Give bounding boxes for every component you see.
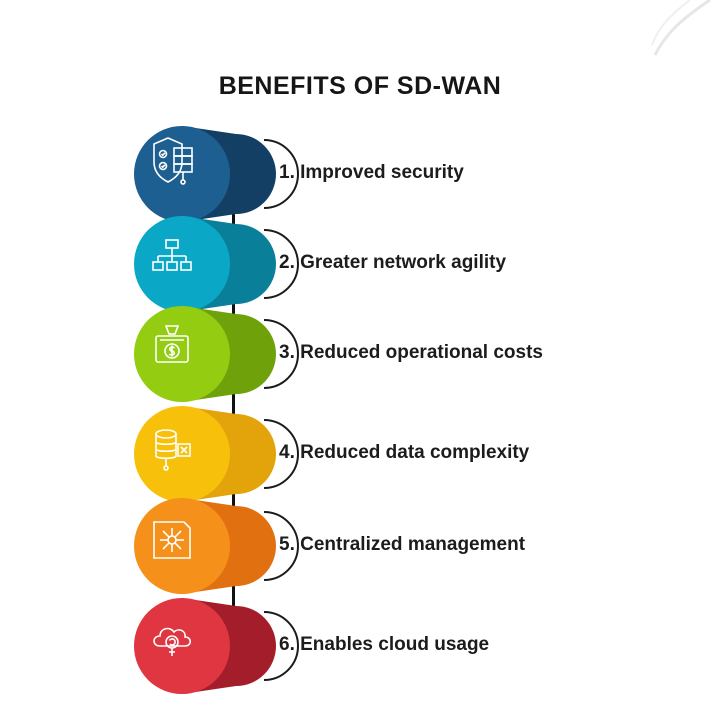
benefit-label: 6. Enables cloud usage (279, 634, 490, 655)
benefit-label: 4. Reduced data complexity (279, 442, 530, 463)
money-bag-icon (132, 304, 232, 404)
benefit-pill (132, 496, 322, 596)
connector-line (232, 190, 235, 630)
cloud-search-icon (132, 596, 232, 696)
benefit-pill (132, 404, 322, 504)
database-icon (132, 404, 232, 504)
benefit-item-6: 6. Enables cloud usage (0, 596, 720, 696)
benefit-pill (132, 124, 322, 224)
benefit-item-3: 3. Reduced operational costs (0, 304, 720, 404)
central-hub-icon (132, 496, 232, 596)
benefit-pill (132, 304, 322, 404)
decorative-swoosh (651, 0, 711, 56)
benefit-label: 2. Greater network agility (279, 252, 507, 273)
benefit-pill (132, 214, 322, 314)
benefit-pill (132, 596, 322, 696)
page-title: BENEFITS OF SD-WAN (218, 72, 502, 100)
benefit-label: 5. Centralized management (279, 534, 526, 555)
benefit-item-1: 1. Improved security (0, 124, 720, 224)
benefit-item-2: 2. Greater network agility (0, 214, 720, 314)
benefit-label: 1. Improved security (279, 162, 464, 183)
benefit-item-5: 5. Centralized management (0, 496, 720, 596)
network-hierarchy-icon (132, 214, 232, 314)
benefit-label: 3. Reduced operational costs (279, 342, 543, 363)
shield-server-icon (132, 124, 232, 224)
benefit-item-4: 4. Reduced data complexity (0, 404, 720, 504)
